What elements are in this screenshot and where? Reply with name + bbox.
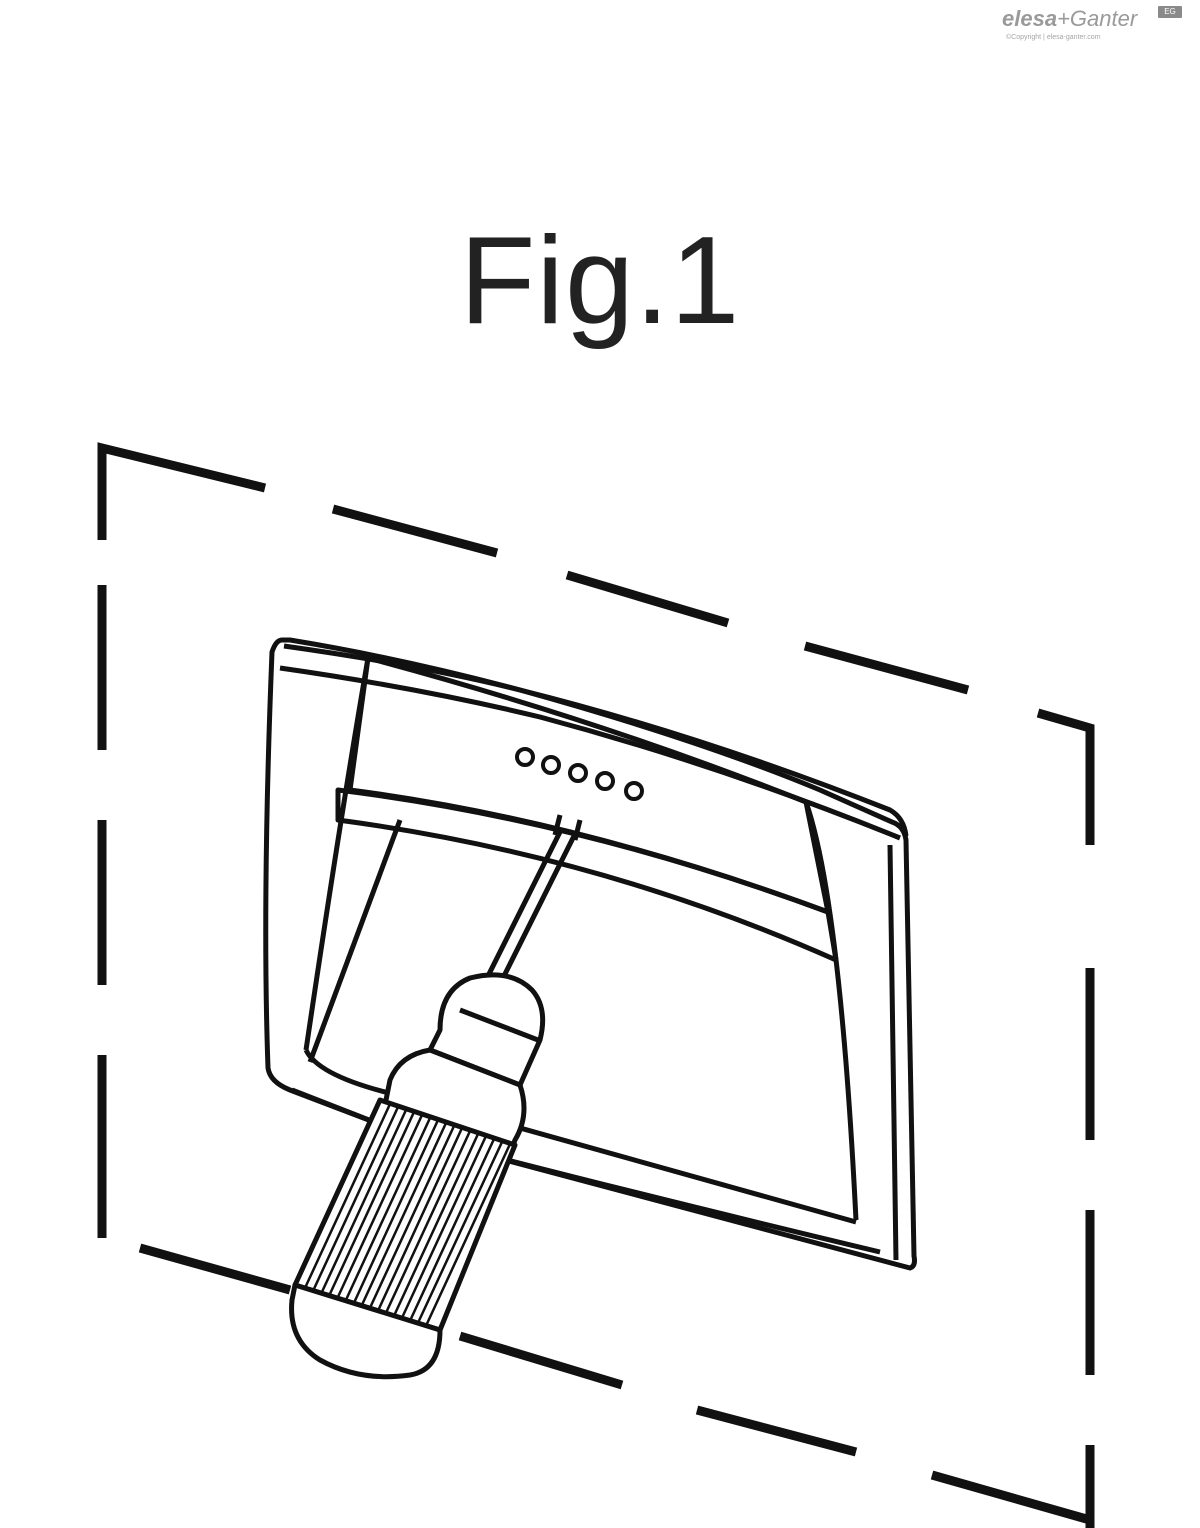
logo-partner: Ganter [1069,6,1138,31]
logo-brand: elesa [1002,6,1058,31]
dashed-panel-icon [97,442,1095,1528]
figure-title: Fig.1 [459,212,741,350]
logo-plus: + [1057,6,1070,31]
logo-badge: EG [1158,6,1182,18]
indicator-dots [515,747,644,801]
indicator-dot [624,781,644,801]
indicator-dot [515,747,535,767]
logo-copyright: ©Copyright | elesa-ganter.com [1006,34,1101,41]
elesa-ganter-logo: elesa+Ganter EG ©Copyright | elesa-gante… [1002,6,1182,46]
grip-ribs [303,1103,512,1329]
screwdriver-icon [289,826,579,1380]
indicator-dot [568,763,588,783]
indicator-dot [541,755,561,775]
logo-wordmark: elesa+Ganter [1002,6,1137,32]
indicator-dot [595,771,615,791]
